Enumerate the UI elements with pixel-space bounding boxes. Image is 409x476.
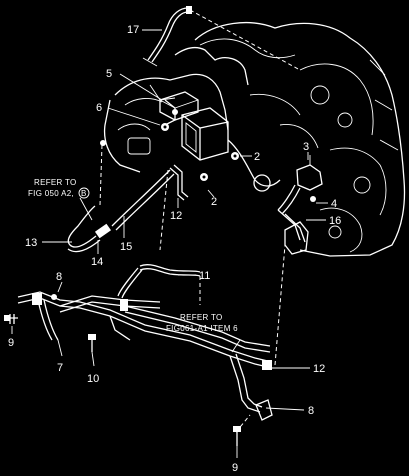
callout-13: 13 <box>25 237 37 249</box>
callout-5: 5 <box>106 68 112 80</box>
ref2-line2: FIG061-A1 ITEM 6 <box>166 324 238 333</box>
bolt-10-part <box>88 334 96 352</box>
callout-2-upper: 2 <box>254 151 260 163</box>
hose-11 <box>117 264 201 299</box>
canister-solenoid <box>159 91 229 161</box>
pipe-fittings <box>32 293 273 421</box>
hose-17 <box>142 6 301 71</box>
bolt-9-bottom-part <box>233 426 241 446</box>
callout-8-left: 8 <box>56 271 62 283</box>
bolt-6-part <box>161 123 169 131</box>
callout-14: 14 <box>91 256 103 268</box>
callout-12-lower: 12 <box>313 363 325 375</box>
bracket-12-upper <box>169 164 189 201</box>
ref1-circled: B <box>81 189 87 198</box>
bolt-9-left-part <box>4 314 18 324</box>
callout-9-bottom: 9 <box>232 462 238 474</box>
ref2-line1: REFER TO <box>180 313 223 322</box>
callout-12-upper: 12 <box>170 210 182 222</box>
callout-6: 6 <box>96 102 102 114</box>
callout-11: 11 <box>199 270 210 282</box>
intake-plenum <box>103 73 229 173</box>
callout-3: 3 <box>303 141 309 153</box>
bolt-2-upper-part <box>231 152 239 160</box>
reference-note-2: REFER TO FIG061-A1 ITEM 6 <box>166 313 238 333</box>
bolt-2-lower-part <box>200 173 208 181</box>
bracket-5 <box>164 99 178 126</box>
hose-to-sensor <box>227 139 323 215</box>
callout-17: 17 <box>127 24 139 36</box>
callout-8-lower: 8 <box>308 405 314 417</box>
engine-block <box>174 22 406 257</box>
callout-9-left: 9 <box>8 337 14 349</box>
callout-2-lower: 2 <box>211 196 217 208</box>
hose-15-14-13 <box>67 140 175 253</box>
dash-routes <box>159 169 251 433</box>
callout-16: 16 <box>329 215 341 227</box>
leader-lines <box>11 29 328 458</box>
callout-7: 7 <box>57 362 63 374</box>
ref1-line1: REFER TO <box>34 178 77 187</box>
reference-note-1: REFER TO FIG 050 A2, B <box>28 178 93 221</box>
ref1-line2: FIG 050 A2, <box>28 189 74 198</box>
callout-15: 15 <box>120 241 132 253</box>
pipe-16 <box>277 209 309 255</box>
callout-10: 10 <box>87 373 99 385</box>
pipe-7 <box>17 244 286 413</box>
callout-4: 4 <box>331 198 337 210</box>
